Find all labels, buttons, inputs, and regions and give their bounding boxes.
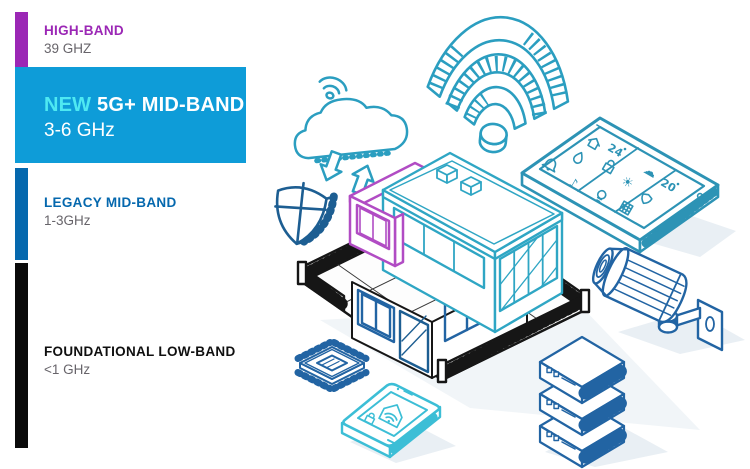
smart-home-tablet: ♪ ☀ ☁ 24 20 [520, 116, 720, 254]
new-midband-title: NEW 5G+ MID-BAND [44, 93, 244, 117]
legacy-midband-label: LEGACY MID-BAND [44, 195, 177, 210]
keypad-icon [618, 200, 634, 216]
cloud-weather-icon: ☁ [641, 162, 660, 181]
cloud-sync-icon [293, 76, 409, 196]
high-band-text: HIGH-BAND 39 GHZ [44, 22, 124, 57]
security-camera-icon [591, 246, 724, 352]
high-band-label: HIGH-BAND [44, 23, 124, 38]
download-arrow-icon [319, 150, 343, 182]
legacy-midband-text: LEGACY MID-BAND 1-3GHz [44, 194, 177, 229]
magenta-frame-wall [348, 194, 405, 268]
low-band-text: FOUNDATIONAL LOW-BAND <1 GHz [44, 343, 236, 378]
water-drop-icon [572, 151, 583, 164]
smart-building [296, 151, 591, 384]
light-bulb-icon [596, 189, 607, 203]
upload-arrow-icon [351, 164, 375, 196]
smartphone-icon [340, 382, 442, 459]
low-band-bar [15, 263, 28, 448]
cpu-chip-icon [294, 339, 370, 392]
roof-cube-icon [436, 164, 458, 184]
roof-cube-icon [460, 176, 482, 196]
high-band-bar [15, 12, 28, 67]
new-midband-freq: 3-6 GHz [44, 120, 115, 141]
lower-window [356, 288, 396, 344]
house-icon [587, 137, 600, 151]
security-shield-icon [274, 181, 338, 246]
building-upper-floor [381, 151, 564, 334]
wifi-signal-icon [426, 15, 570, 154]
server-stack-icon [538, 335, 628, 469]
shield-icon [641, 193, 653, 205]
low-band-label: FOUNDATIONAL LOW-BAND [44, 344, 236, 359]
new-tag: NEW [44, 94, 92, 116]
new-midband-label: 5G+ MID-BAND [97, 94, 245, 116]
lock-icon [601, 159, 615, 175]
legacy-midband-bar [15, 168, 28, 260]
platform-railing [296, 260, 591, 384]
legacy-midband-freq: 1-3GHz [44, 213, 91, 228]
phone-home-wifi-icon [378, 404, 403, 429]
phone-lock-icon [363, 412, 376, 426]
new-midband-box: NEW 5G+ MID-BAND 3-6 GHz [15, 67, 246, 163]
low-band-freq: <1 GHz [44, 362, 91, 377]
bell-icon [541, 158, 557, 173]
high-band-freq: 39 GHZ [44, 41, 92, 56]
server-unit [538, 335, 628, 405]
lower-door [398, 309, 430, 374]
cloud-mini-wifi-icon [318, 76, 348, 100]
cloud-icon [293, 97, 409, 164]
